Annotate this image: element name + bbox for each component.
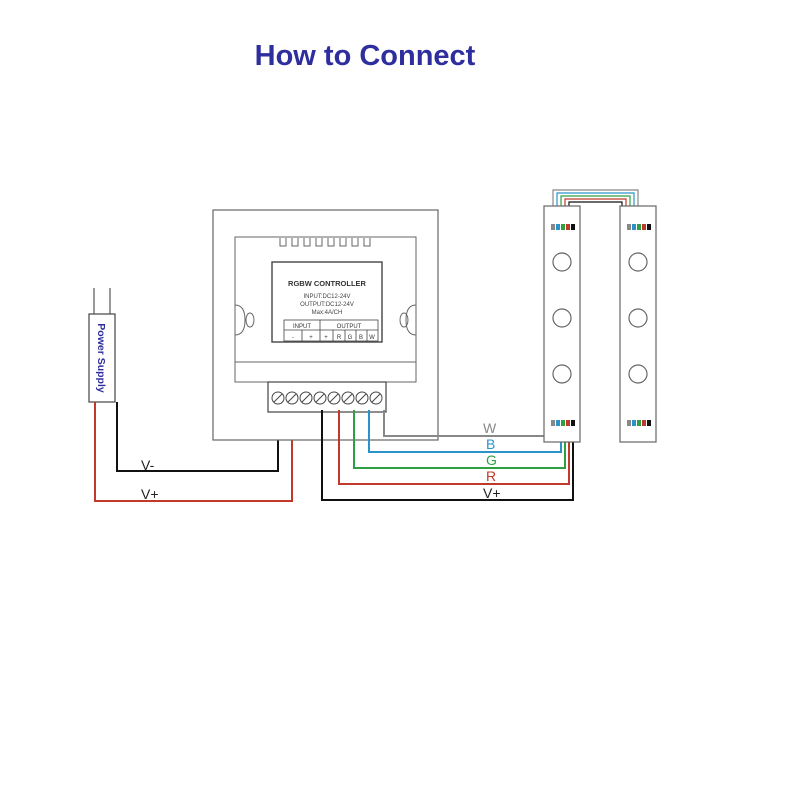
spec-max: Max:4A/CH [312,310,343,316]
output-header: OUTPUT [337,324,362,330]
terminal-label-w: W [369,335,375,341]
input-header: INPUT [293,324,311,330]
spec-input: INPUT:DC12-24V [303,294,350,300]
terminal-label-r: R [337,335,342,341]
wire-label-b: B [486,436,495,452]
wire-label-r: R [486,468,496,484]
wire-label-v-minus: V- [141,457,155,473]
led-strip [543,189,657,443]
wire-label-v-plus: V+ [141,486,159,502]
led [628,308,648,328]
led [552,308,572,328]
power-supply: Power Supply [88,288,116,403]
led [628,364,648,384]
terminal-label-b: B [359,335,363,341]
led [552,364,572,384]
wire-v-plus-out [321,410,574,501]
page-title: How to Connect [254,40,476,72]
wire-label-v-plus-out: V+ [483,485,501,501]
wire-label-w: W [483,420,497,436]
wire-label-g: G [486,452,497,468]
led [628,252,648,272]
terminal-label-output-plus: + [324,335,328,341]
power-supply-label: Power Supply [95,323,107,393]
wire-v-plus [94,402,293,502]
controller-name: RGBW CONTROLLER [288,279,366,288]
spec-output: OUTPUT:DC12-24V [300,302,354,308]
wire-r [338,410,570,485]
terminal-label-input-plus: + [309,335,313,341]
terminal-block [267,381,387,413]
terminal-label-input-minus: - [292,335,294,341]
wire-g [353,410,566,469]
terminal-label-g: G [348,335,353,341]
led [552,252,572,272]
controller-label: RGBW CONTROLLER INPUT:DC12-24V OUTPUT:DC… [271,261,383,343]
